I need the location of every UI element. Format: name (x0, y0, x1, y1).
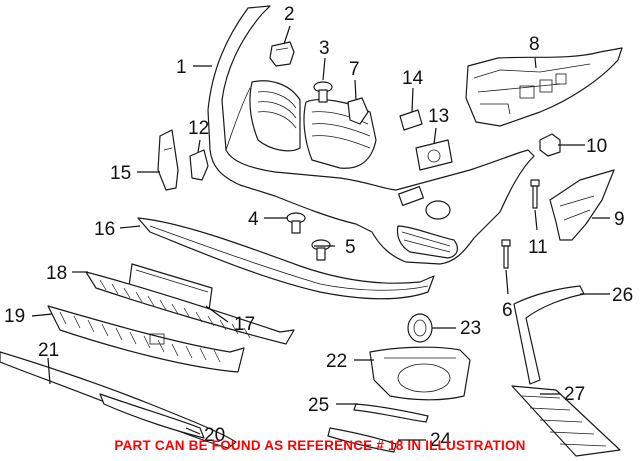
part-10-clip (539, 133, 561, 157)
callout-3: 3 (319, 38, 330, 59)
callout-8: 8 (529, 34, 540, 55)
part-16-spoiler (137, 217, 435, 300)
callout-27: 27 (564, 384, 585, 405)
callout-25: 25 (308, 395, 329, 416)
part-8-carrier (465, 47, 623, 127)
part-20-lower-molding (99, 393, 205, 439)
callout-1: 1 (176, 57, 187, 78)
callout-15: 15 (110, 163, 131, 184)
part-19-lower-grille (47, 305, 245, 373)
leader-lines (31, 25, 610, 441)
callout-numbers: 1 2 3 4 5 6 7 8 9 10 11 12 13 14 15 16 1… (4, 4, 633, 451)
part-25-trim-strip (353, 403, 429, 423)
callout-12: 12 (188, 118, 209, 139)
callout-19: 19 (4, 306, 25, 327)
part-9-side-guide (549, 169, 615, 241)
callout-21: 21 (38, 340, 59, 361)
callout-9: 9 (614, 209, 625, 230)
callout-11: 11 (528, 237, 548, 258)
part-3-clip (313, 81, 333, 103)
part-6-bolt (501, 239, 511, 269)
callout-16: 16 (94, 219, 115, 240)
callout-13: 13 (428, 106, 449, 127)
part-14-cover (399, 109, 423, 131)
callout-10: 10 (586, 136, 607, 157)
callout-24: 24 (430, 430, 452, 451)
part-26-wheel-arch (513, 285, 585, 385)
callout-4: 4 (248, 209, 259, 230)
part-24-trim-strip (327, 427, 397, 453)
callout-17: 17 (234, 314, 255, 335)
callout-20: 20 (204, 425, 225, 446)
part-22-fog-housing (369, 346, 471, 401)
callout-22: 22 (326, 351, 347, 372)
callout-14: 14 (402, 68, 424, 89)
callout-23: 23 (460, 318, 481, 339)
part-5-fastener (311, 239, 331, 261)
callout-6: 6 (502, 300, 513, 321)
part-4-fastener (286, 212, 306, 234)
part-12-bracket (189, 149, 209, 181)
callout-7: 7 (349, 59, 360, 80)
callout-26: 26 (612, 285, 633, 306)
reference-note: PART CAN BE FOUND AS REFERENCE # 18 IN I… (114, 438, 526, 453)
part-13-tow-cover (415, 139, 453, 171)
part-7-bracket (347, 97, 369, 125)
part-2-bracket (269, 41, 295, 67)
part-23-fog-light (407, 313, 433, 343)
part-18-upper-grille (85, 271, 295, 345)
callout-5: 5 (345, 237, 356, 258)
part-27-splash-guard (511, 385, 621, 457)
part-15-side-trim (157, 129, 179, 191)
callout-2: 2 (284, 4, 295, 25)
callout-18: 18 (46, 263, 67, 284)
part-11-bolt (530, 179, 540, 209)
